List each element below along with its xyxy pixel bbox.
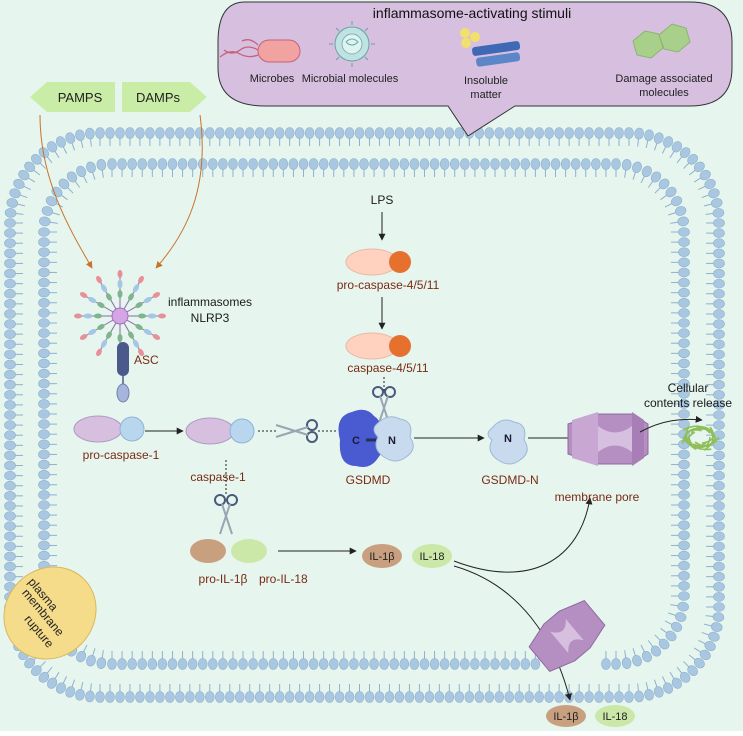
il18-mature-icon: IL-18	[412, 544, 452, 568]
pro-il18-icon	[231, 539, 267, 563]
membrane-pore-icon	[567, 412, 649, 466]
svg-text:IL-18: IL-18	[419, 551, 444, 563]
pro-il1b-label: pro-IL-1β	[199, 572, 248, 586]
microbial-molecule-icon	[329, 21, 375, 67]
scissors-icon-2	[214, 494, 238, 535]
microbes-label: Microbes	[250, 73, 295, 85]
il18-released-icon: IL-18	[595, 705, 635, 727]
stimuli-title: inflammasome-activating stimuli	[373, 5, 571, 21]
plasma-membrane-rupture-badge: plasma membrane rupture	[3, 566, 97, 660]
svg-text:IL-1β: IL-1β	[553, 711, 578, 723]
cellular-release-label-2: contents release	[644, 396, 732, 410]
microbial-molecules-label: Microbial molecules	[302, 73, 399, 85]
gsdmd-icon: C N	[338, 409, 414, 467]
caspase-1-icon	[185, 417, 255, 445]
svg-text:N: N	[388, 435, 396, 447]
caspase-1-label: caspase-1	[190, 470, 246, 484]
svg-text:PAMPS: PAMPS	[58, 90, 103, 105]
scissors-icon	[275, 419, 318, 443]
pro-caspase-4511-icon	[345, 248, 411, 276]
asc-label: ASC	[134, 353, 159, 367]
membrane-pore-label: membrane pore	[555, 490, 640, 504]
pro-caspase-4511-label: pro-caspase-4/5/11	[337, 278, 440, 292]
gsdmd-n-label: GSDMD-N	[481, 473, 538, 487]
inflammasome-label-2: NLRP3	[191, 311, 230, 325]
release-arrow	[639, 415, 703, 433]
pamps-arrow	[39, 114, 93, 269]
pro-caspase-1-icon	[73, 415, 145, 443]
asc-adaptor-icon	[116, 342, 130, 403]
damps-arrow	[155, 114, 203, 269]
svg-text:IL-1β: IL-1β	[369, 551, 394, 563]
insoluble-label-2: matter	[470, 89, 502, 101]
il-to-lower-pore-arrow	[453, 565, 572, 701]
il-to-pore-arrow	[453, 497, 593, 573]
nlrp3-inflammasome-icon	[74, 270, 166, 362]
il1b-mature-icon: IL-1β	[362, 544, 402, 568]
svg-text:DAMPs: DAMPs	[136, 90, 181, 105]
caspase-4511-label: caspase-4/5/11	[347, 361, 428, 375]
cellular-contents-icon	[682, 425, 720, 451]
lower-membrane-pore-icon	[528, 599, 606, 673]
il1b-released-icon: IL-1β	[546, 705, 586, 727]
gsdmd-n-icon: N	[487, 419, 528, 465]
inflammasome-label-1: inflammasomes	[168, 295, 252, 309]
damage-label-1: Damage associated	[615, 73, 712, 85]
insoluble-label-1: Insoluble	[464, 75, 508, 87]
pro-caspase-1-label: pro-caspase-1	[83, 448, 160, 462]
insoluble-matter-icon	[460, 28, 521, 67]
caspase-4511-icon	[345, 332, 411, 360]
damps-signal: DAMPs	[122, 82, 207, 112]
microbe-icon	[219, 39, 301, 63]
stimuli-bubble: inflammasome-activating stimuli	[217, 1, 733, 137]
svg-text:N: N	[504, 433, 512, 445]
cellular-release-label-1: Cellular	[668, 381, 709, 395]
damage-label-2: molecules	[639, 87, 689, 99]
pro-il1b-icon	[190, 539, 226, 563]
pro-il18-label: pro-IL-18	[259, 572, 308, 586]
lps-label: LPS	[371, 193, 394, 207]
pamps-signal: PAMPS	[30, 82, 115, 112]
gsdmd-label: GSDMD	[346, 473, 391, 487]
damage-molecules-icon	[632, 23, 691, 59]
svg-text:IL-18: IL-18	[602, 711, 627, 723]
svg-text:C: C	[352, 435, 360, 447]
